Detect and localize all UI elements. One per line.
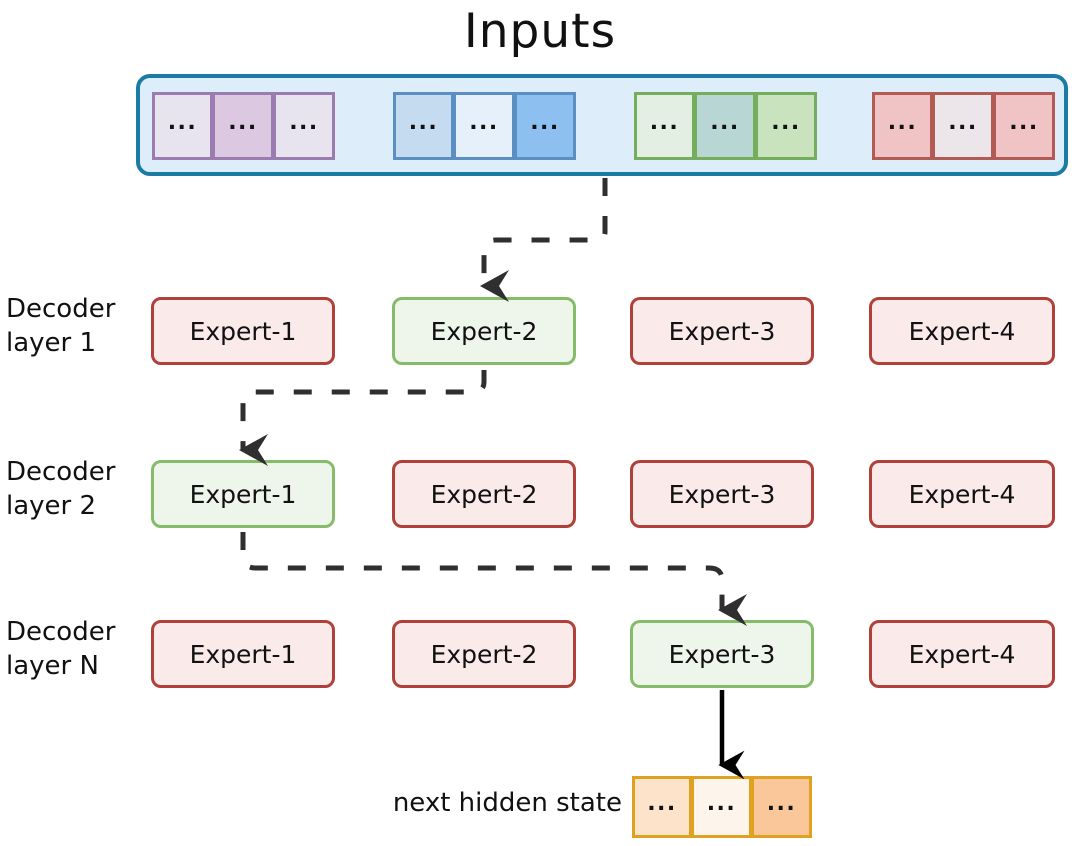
hidden-state-cell: ... (752, 776, 812, 838)
expert-label: Expert-3 (668, 479, 776, 509)
expert-box-ln-e4[interactable]: Expert-4 (869, 620, 1055, 688)
expert-box-ln-e1[interactable]: Expert-1 (151, 620, 335, 688)
expert-label: Expert-4 (908, 479, 1016, 509)
token-dots: ... (771, 110, 801, 135)
blue-token-group: ... ... ... (393, 92, 576, 160)
token-dots: ... (167, 110, 198, 135)
label-line-1: Decoder (6, 617, 116, 647)
hidden-state-cell: ... (632, 776, 692, 838)
token-dots: ... (530, 110, 560, 135)
token-dots: ... (649, 110, 680, 135)
decoder-layer-2-label: Decoder layer 2 (6, 455, 146, 523)
expert-label: Expert-4 (908, 316, 1016, 346)
token-dots: ... (408, 110, 439, 135)
token-dots: ... (469, 110, 499, 135)
next-hidden-state-label: next hidden state (392, 788, 622, 818)
expert-label: Expert-2 (430, 316, 538, 346)
next-hidden-state-group: ... ... ... (632, 776, 812, 838)
expert-label: Expert-2 (430, 479, 538, 509)
label-line-2: layer 2 (6, 491, 97, 521)
label-line-1: Decoder (6, 457, 116, 487)
token-dots: ... (228, 110, 258, 135)
token-cell: ... (872, 92, 933, 160)
token-cell: ... (515, 92, 576, 160)
expert-label: Expert-1 (189, 639, 297, 669)
token-cell: ... (213, 92, 274, 160)
token-cell: ... (634, 92, 695, 160)
expert-label: Expert-1 (189, 316, 297, 346)
token-dots: ... (948, 110, 978, 135)
expert-label: Expert-3 (668, 639, 776, 669)
token-cell: ... (695, 92, 756, 160)
expert-box-l2-e3[interactable]: Expert-3 (630, 460, 814, 528)
decoder-layer-1-label: Decoder layer 1 (6, 292, 146, 360)
green-token-group: ... ... ... (634, 92, 817, 160)
expert-label: Expert-1 (189, 479, 297, 509)
arrow-inputs-to-l1e2 (479, 178, 608, 302)
expert-box-l1-e3[interactable]: Expert-3 (630, 297, 814, 365)
token-cell: ... (393, 92, 454, 160)
label-line-1: Decoder (6, 294, 116, 324)
expert-box-ln-e3[interactable]: Expert-3 (630, 620, 814, 688)
token-dots: ... (887, 110, 918, 135)
token-cell: ... (152, 92, 213, 160)
expert-box-l1-e4[interactable]: Expert-4 (869, 297, 1055, 365)
purple-token-group: ... ... ... (152, 92, 335, 160)
expert-label: Expert-4 (908, 639, 1016, 669)
token-dots: ... (1009, 110, 1039, 135)
token-cell: ... (454, 92, 515, 160)
decoder-layer-n-label: Decoder layer N (6, 615, 146, 683)
token-dots: ... (289, 110, 319, 135)
expert-box-l2-e4[interactable]: Expert-4 (869, 460, 1055, 528)
page-title: Inputs (463, 4, 617, 59)
expert-box-l1-e1[interactable]: Expert-1 (151, 297, 335, 365)
expert-label: Expert-2 (430, 639, 538, 669)
label-line-2: layer N (6, 651, 99, 681)
token-dots: ... (647, 791, 677, 816)
expert-box-l2-e2[interactable]: Expert-2 (392, 460, 576, 528)
expert-label: Expert-3 (668, 316, 776, 346)
hidden-state-cell: ... (692, 776, 752, 838)
token-cell: ... (933, 92, 994, 160)
expert-box-l1-e2[interactable]: Expert-2 (392, 297, 576, 365)
token-cell: ... (756, 92, 817, 160)
expert-box-ln-e2[interactable]: Expert-2 (392, 620, 576, 688)
label-line-2: layer 1 (6, 328, 97, 358)
token-dots: ... (710, 110, 740, 135)
token-dots: ... (766, 791, 797, 816)
arrow-l2e1-to-lne3 (240, 532, 747, 626)
arrow-l1e2-to-l2e1 (238, 370, 487, 466)
token-cell: ... (994, 92, 1055, 160)
token-cell: ... (274, 92, 335, 160)
token-dots: ... (706, 791, 737, 816)
red-token-group: ... ... ... (872, 92, 1055, 160)
expert-box-l2-e1[interactable]: Expert-1 (151, 460, 335, 528)
